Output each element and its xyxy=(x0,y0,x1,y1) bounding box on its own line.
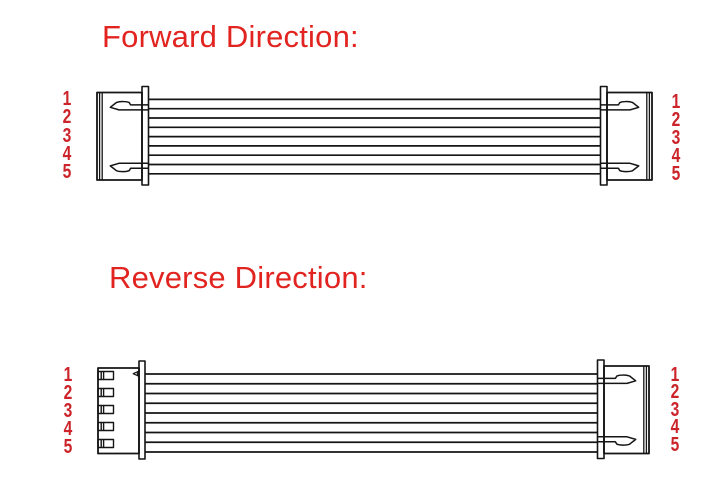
pin-number: 5 xyxy=(62,161,72,184)
pin-number: 1 xyxy=(62,88,72,110)
pin-number: 3 xyxy=(671,127,681,149)
pin-number: 4 xyxy=(62,142,72,165)
pin-number: 5 xyxy=(671,163,681,185)
forward-right-pin-numbers: 1 2 3 4 5 xyxy=(670,91,682,185)
pin-number: 4 xyxy=(671,145,681,167)
forward-left-pin-numbers: 1 2 3 4 5 xyxy=(61,88,73,184)
pin-number: 2 xyxy=(63,382,73,404)
pin-number: 1 xyxy=(63,364,73,386)
pin-number: 2 xyxy=(670,381,680,404)
reverse-right-pin-numbers: 1 2 3 4 5 xyxy=(669,364,681,456)
pin-number: 5 xyxy=(670,433,680,456)
reverse-left-connector xyxy=(97,360,146,460)
pin-number: 3 xyxy=(62,124,72,147)
pin-number: 1 xyxy=(671,91,681,113)
pin1-arrow-marker xyxy=(132,370,140,377)
pin-number: 4 xyxy=(670,416,680,439)
forward-ribbon-wires xyxy=(148,98,601,175)
pin-number: 4 xyxy=(63,418,73,440)
pin-number: 2 xyxy=(62,106,72,129)
reverse-left-pin-numbers: 1 2 3 4 5 xyxy=(62,364,74,458)
pin-number: 3 xyxy=(670,398,680,421)
crimp-contact-windows xyxy=(97,370,115,449)
pin-number: 5 xyxy=(63,436,73,458)
reverse-right-connector xyxy=(596,359,650,460)
pin-number: 2 xyxy=(671,109,681,131)
reverse-section-title: Reverse Direction: xyxy=(109,260,368,295)
pin-number: 3 xyxy=(63,400,73,422)
forward-section-title: Forward Direction: xyxy=(102,19,359,54)
forward-right-connector xyxy=(599,85,653,186)
reverse-ribbon-wires xyxy=(145,373,598,453)
pin-number: 1 xyxy=(670,364,680,386)
forward-left-connector xyxy=(96,85,150,186)
